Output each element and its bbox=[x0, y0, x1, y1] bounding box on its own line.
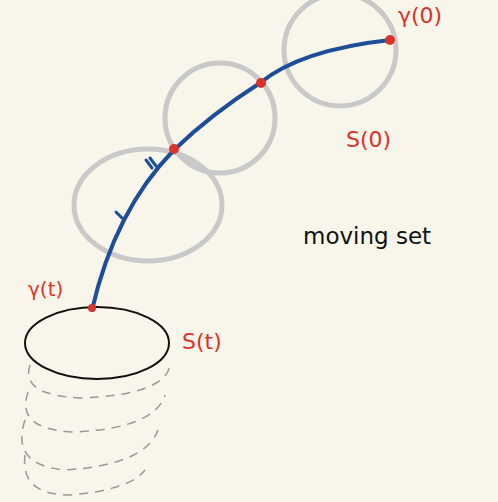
trail-ellipse bbox=[22, 420, 158, 470]
set-circle bbox=[284, 0, 396, 106]
trail-ellipse bbox=[29, 365, 170, 398]
set-label: S(0) bbox=[346, 128, 391, 152]
tick-mark bbox=[116, 212, 122, 218]
point-dot bbox=[256, 78, 266, 88]
tick-mark bbox=[146, 158, 156, 168]
point-dot bbox=[169, 144, 179, 154]
point-dot bbox=[385, 35, 395, 45]
set-label: S(t) bbox=[182, 330, 222, 354]
point-label: γ(0) bbox=[398, 4, 442, 28]
note-label: moving set bbox=[303, 224, 431, 249]
trajectory-curve bbox=[92, 40, 390, 310]
set-circle bbox=[74, 149, 222, 261]
current-set bbox=[25, 307, 169, 379]
trail-ellipse bbox=[25, 455, 145, 495]
point-label: γ(t) bbox=[28, 278, 63, 300]
point-dot bbox=[88, 304, 96, 312]
trail-ellipse bbox=[26, 392, 165, 432]
